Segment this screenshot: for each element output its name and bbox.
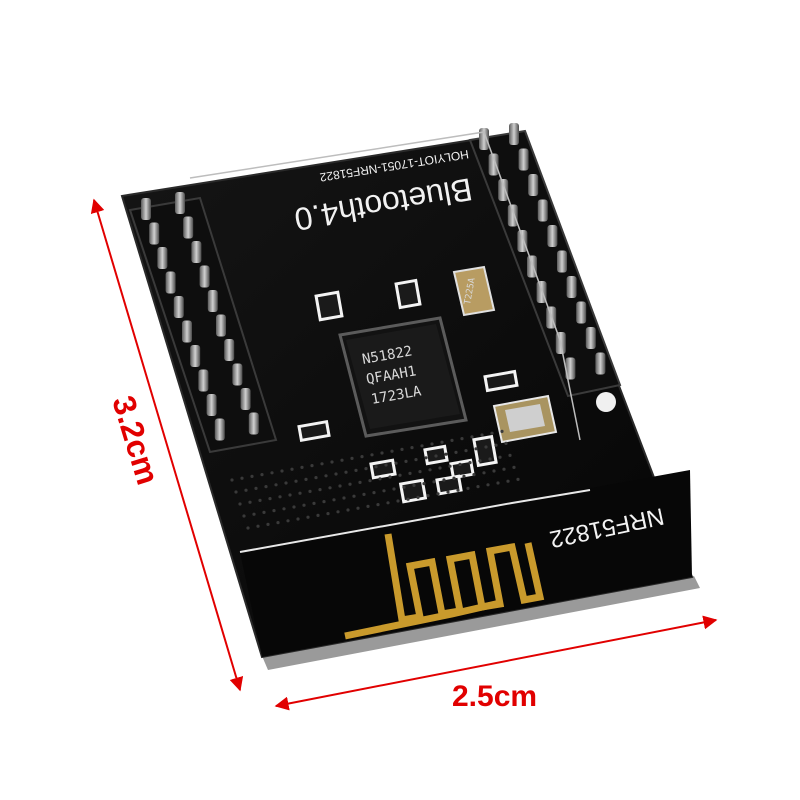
height-label: 3.2cm (105, 392, 166, 489)
header-pin (565, 357, 576, 380)
svg-text:T225A: T225A (463, 277, 478, 306)
header-pin (191, 241, 202, 263)
header-pin (595, 352, 606, 375)
header-pin (175, 192, 185, 214)
header-pin (479, 128, 489, 150)
header-pin (190, 345, 201, 367)
crystal-small: T225A (452, 265, 496, 317)
header-pin (182, 320, 192, 343)
right-pins (479, 123, 606, 380)
via-dots (230, 429, 520, 530)
width-label: 2.5cm (452, 680, 537, 713)
width-dimension: 2.5cm (274, 615, 718, 713)
header-pin (165, 271, 176, 294)
header-pin (198, 369, 209, 392)
main-chip: N51822 QFAAH1 1723LA (338, 316, 468, 438)
header-pin (224, 339, 235, 361)
header-pin (206, 394, 217, 416)
header-pin (517, 230, 528, 252)
header-pin (183, 216, 194, 239)
header-pin (232, 363, 243, 386)
header-pin (528, 174, 539, 196)
header-pin (498, 179, 509, 201)
header-pin (157, 247, 168, 269)
mount-dot (596, 392, 616, 412)
header-pin (507, 204, 518, 227)
antenna-frame (239, 489, 591, 553)
header-pin (199, 265, 210, 288)
header-pin (214, 418, 225, 441)
header-pin (537, 199, 548, 222)
header-pin (240, 388, 251, 410)
header-pin (216, 314, 226, 337)
header-pin (576, 301, 587, 324)
silk-outline (189, 131, 581, 441)
header-pin (547, 225, 558, 247)
header-pin (509, 123, 519, 145)
header-pin (518, 148, 529, 171)
header-pin (585, 327, 596, 349)
header-pin (141, 198, 151, 220)
header-pin (173, 296, 184, 318)
crystal-large (492, 394, 558, 444)
header-pin (149, 222, 160, 245)
header-pin (566, 276, 577, 298)
header-pin (488, 153, 499, 176)
header-pin (557, 250, 567, 273)
header-pin (248, 412, 259, 435)
header-pin (207, 290, 218, 312)
antenna-area (240, 470, 692, 657)
